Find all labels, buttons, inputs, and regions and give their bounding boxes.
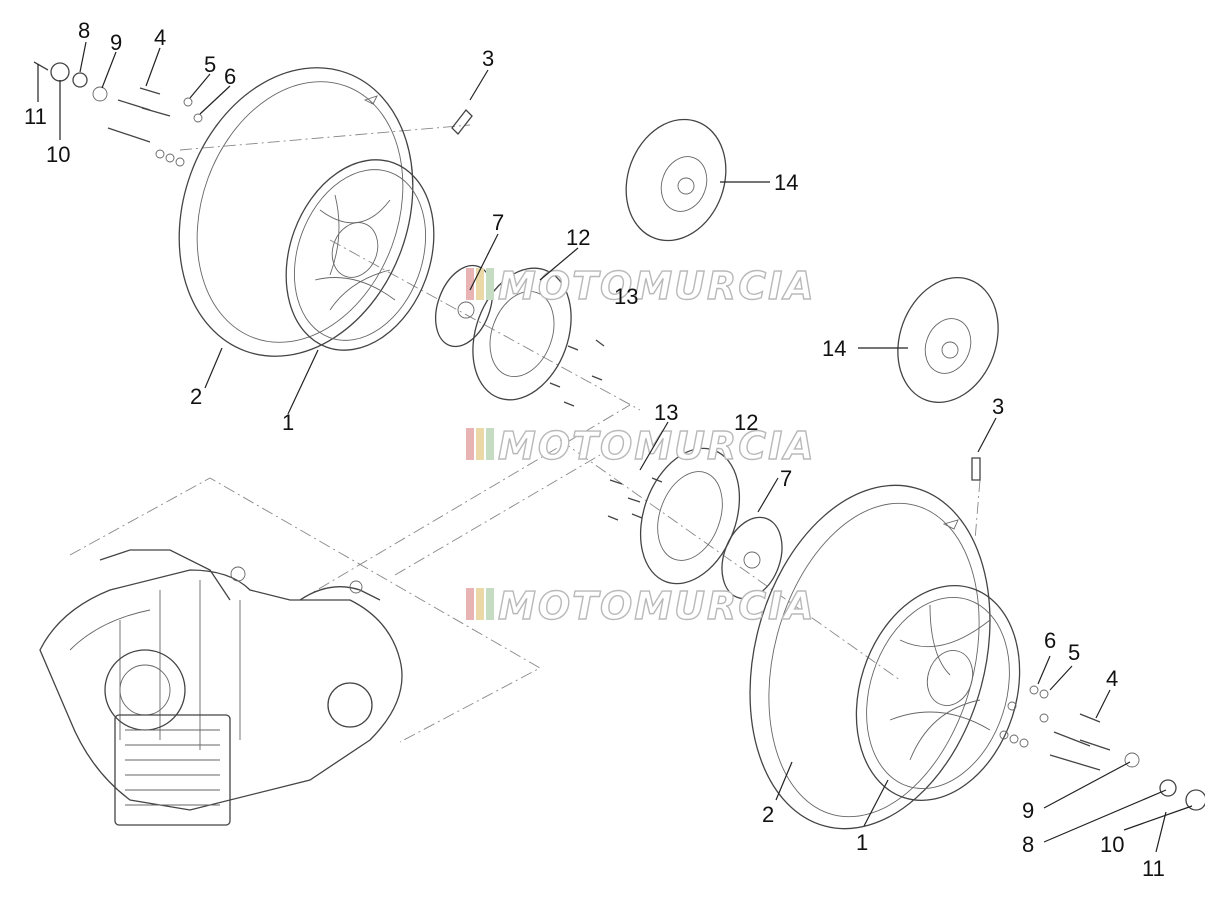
callout-4-bottom: 4 bbox=[1106, 666, 1118, 691]
callout-10-top: 10 bbox=[46, 142, 70, 167]
callout-12-top: 12 bbox=[566, 225, 590, 250]
callout-6-bottom: 6 bbox=[1044, 628, 1056, 653]
callout-4-top: 4 bbox=[154, 25, 166, 50]
top-bolts-near-disc bbox=[549, 339, 605, 407]
watermark-text-1: MOTOMURCIA bbox=[498, 264, 816, 308]
callout-7-mid: 7 bbox=[780, 466, 792, 491]
top-valve-stem bbox=[451, 109, 473, 135]
bottom-rim bbox=[855, 584, 1021, 802]
callout-2-bottom: 2 bbox=[762, 802, 774, 827]
callout-11-top: 11 bbox=[24, 104, 47, 129]
callout-7-top: 7 bbox=[492, 210, 504, 235]
callout-8-top: 8 bbox=[78, 18, 90, 43]
callout-1-bottom: 1 bbox=[856, 830, 868, 855]
bottom-bolts-near-disc bbox=[607, 477, 663, 521]
right-brake-disc-14 bbox=[897, 277, 999, 403]
callout-labels: 8 9 4 5 6 11 10 3 14 7 12 13 2 1 14 3 13… bbox=[24, 18, 1165, 881]
callout-11-bottom: 11 bbox=[1142, 856, 1165, 881]
watermark-2: MOTOMURCIA bbox=[466, 423, 816, 469]
top-right-brake-disc-14 bbox=[625, 118, 727, 242]
callout-5-top: 5 bbox=[204, 52, 216, 77]
callout-6-top: 6 bbox=[224, 64, 236, 89]
top-rim bbox=[285, 159, 435, 351]
watermark-text-3: MOTOMURCIA bbox=[498, 584, 816, 628]
callout-1-top: 1 bbox=[282, 410, 294, 435]
callout-12-mid: 12 bbox=[734, 410, 758, 435]
top-hub-disc bbox=[435, 264, 493, 348]
callout-14-top: 14 bbox=[774, 170, 798, 195]
top-brake-disc bbox=[472, 267, 572, 401]
callout-10-bottom: 10 bbox=[1100, 832, 1124, 857]
callout-9-top: 9 bbox=[110, 30, 122, 55]
watermark-text-2: MOTOMURCIA bbox=[498, 424, 816, 468]
callout-9-bottom: 9 bbox=[1022, 798, 1034, 823]
callout-13-mid: 13 bbox=[654, 400, 678, 425]
leader-lines bbox=[37, 41, 1193, 853]
assembly-axis-lines bbox=[69, 124, 981, 743]
callout-13-top: 13 bbox=[614, 284, 638, 309]
callout-3-top: 3 bbox=[482, 46, 494, 71]
callout-5-bottom: 5 bbox=[1068, 640, 1080, 665]
watermark-3: MOTOMURCIA bbox=[466, 583, 816, 629]
bottom-wheel-assembly bbox=[607, 447, 1205, 830]
callout-8-bottom: 8 bbox=[1022, 832, 1034, 857]
engine-illustration bbox=[39, 549, 403, 826]
watermark-1: MOTOMURCIA bbox=[466, 263, 816, 309]
top-wheel-assembly bbox=[33, 61, 727, 407]
callout-2-top: 2 bbox=[190, 384, 202, 409]
bottom-valve-stem bbox=[971, 457, 981, 481]
top-tyre bbox=[178, 67, 414, 357]
callout-3-right: 3 bbox=[992, 394, 1004, 419]
bottom-bolts-and-washers bbox=[999, 685, 1205, 811]
callout-14-right: 14 bbox=[822, 336, 846, 361]
bottom-brake-disc bbox=[639, 447, 741, 585]
